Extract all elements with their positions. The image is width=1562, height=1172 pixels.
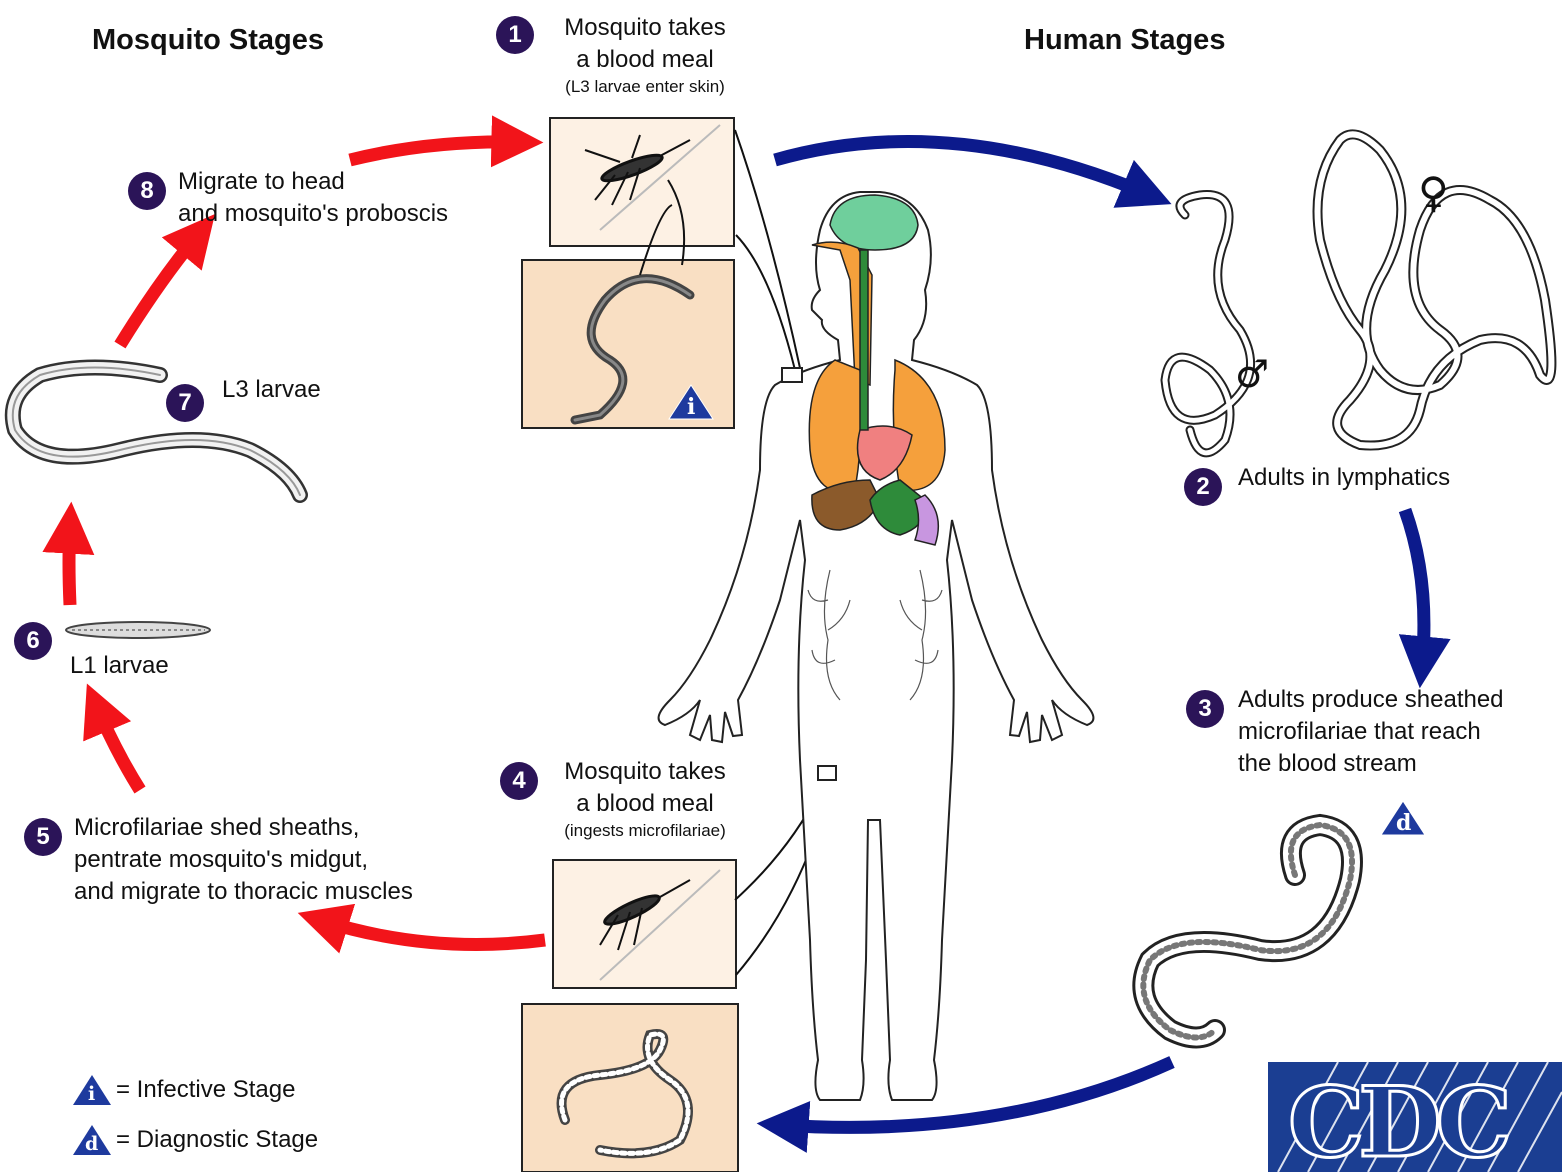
- step-8-line-2: and mosquito's proboscis: [178, 198, 448, 230]
- arrow-4-to-5: [320, 920, 545, 945]
- legend-infective-icon: i: [72, 1074, 112, 1106]
- step-7-label: L3 larvae: [222, 374, 321, 406]
- adult-worms: [1165, 134, 1551, 452]
- cdc-logo: CDC: [1268, 1062, 1562, 1172]
- step-1-line-2: a blood meal: [520, 44, 770, 76]
- step-4-line-1: Mosquito takes: [520, 756, 770, 788]
- heading-mosquito-stages: Mosquito Stages: [92, 24, 324, 57]
- legend-diagnostic-icon: d: [72, 1124, 112, 1156]
- step-6-badge: 6: [14, 622, 52, 660]
- step-2-badge: 2: [1184, 468, 1222, 506]
- bite-site-marker-1: [782, 368, 802, 382]
- diagnostic-letter: d: [1396, 810, 1411, 836]
- step-4-line-2: a blood meal: [520, 788, 770, 820]
- arrow-8-to-1: [350, 142, 520, 160]
- step-6-label: L1 larvae: [70, 650, 169, 682]
- arrow-1-to-2: [775, 141, 1150, 195]
- step-5-label: Microfilariae shed sheaths, pentrate mos…: [74, 812, 413, 908]
- step-4-sub: (ingests microfilariae): [520, 820, 770, 842]
- step-5-line-2: pentrate mosquito's midgut,: [74, 844, 413, 876]
- step-1-sub: (L3 larvae enter skin): [520, 76, 770, 98]
- microfilaria-sheathed: [1143, 825, 1352, 1038]
- step-7-badge: 7: [166, 384, 204, 422]
- step-3-label: Adults produce sheathed microfilariae th…: [1238, 684, 1504, 780]
- arrow-6-to-7: [69, 525, 70, 605]
- legend-infective-text: = Infective Stage: [116, 1074, 295, 1106]
- panel-step-4: [522, 790, 830, 1172]
- step-8-line-1: Migrate to head: [178, 166, 448, 198]
- arrow-5-to-6: [96, 705, 140, 790]
- step-1-label: Mosquito takes a blood meal (L3 larvae e…: [520, 12, 770, 98]
- cdc-logo-text: CDC: [1288, 1066, 1506, 1172]
- female-symbol: ♀: [1418, 168, 1449, 217]
- bite-site-marker-4: [818, 766, 836, 780]
- step-3-line-2: microfilariae that reach: [1238, 716, 1504, 748]
- step-8-label: Migrate to head and mosquito's proboscis: [178, 166, 448, 230]
- step-8-badge: 8: [128, 172, 166, 210]
- legend-diagnostic-text: = Diagnostic Stage: [116, 1124, 318, 1156]
- arrow-7-to-8: [120, 232, 200, 345]
- step-2-label: Adults in lymphatics: [1238, 462, 1450, 494]
- infective-stage-icon: i: [668, 384, 714, 420]
- step-5-badge: 5: [24, 818, 62, 856]
- step-3-line-3: the blood stream: [1238, 748, 1504, 780]
- male-symbol: ♂: [1235, 352, 1269, 396]
- step-4-label: Mosquito takes a blood meal (ingests mic…: [520, 756, 770, 842]
- step-3-line-1: Adults produce sheathed: [1238, 684, 1504, 716]
- step-3-badge: 3: [1186, 690, 1224, 728]
- panel-step-1: [522, 118, 800, 428]
- step-1-line-1: Mosquito takes: [520, 12, 770, 44]
- step-5-line-3: and migrate to thoracic muscles: [74, 876, 413, 908]
- infective-letter: i: [687, 394, 695, 420]
- arrow-2-to-3: [1405, 510, 1424, 665]
- step-5-line-1: Microfilariae shed sheaths,: [74, 812, 413, 844]
- heading-human-stages: Human Stages: [1024, 24, 1225, 57]
- diagnostic-stage-icon: d: [1380, 800, 1426, 836]
